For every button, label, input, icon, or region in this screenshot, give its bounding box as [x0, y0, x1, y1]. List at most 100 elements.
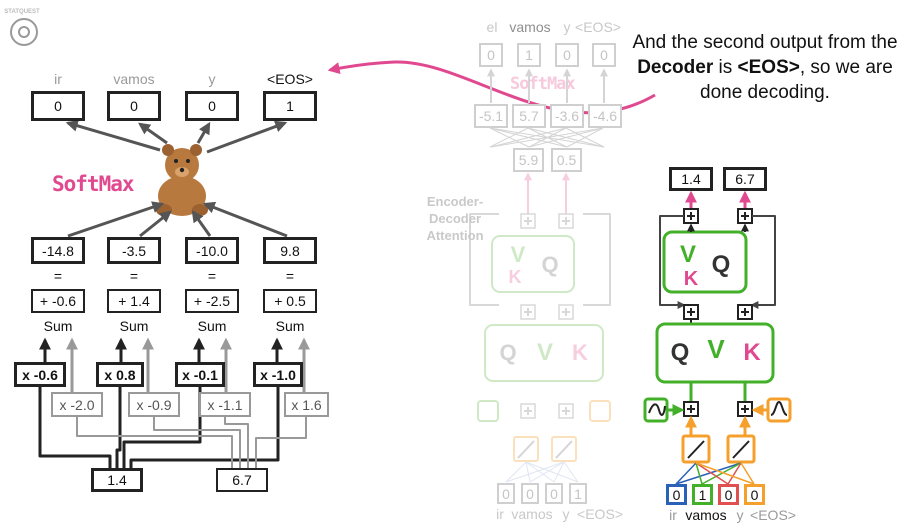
faded-word-eos: <EOS> [575, 19, 621, 35]
faded-bottom-word: y [562, 506, 570, 522]
faded-wire [489, 127, 568, 148]
embedding-wire [740, 462, 755, 485]
decoder-output-1: 1.4 [669, 167, 713, 191]
faded-top-value: 0 [592, 43, 616, 67]
output-word-y: y [208, 71, 216, 87]
faded-wire [505, 461, 527, 483]
input-word-selected: vamos [685, 507, 727, 523]
teddy-bear-icon [186, 159, 190, 163]
faded-top-value: 1 [517, 43, 541, 67]
faded-word-y: y [563, 19, 571, 35]
softmax-label: SoftMax [52, 172, 135, 196]
weight-a-ir: x -0.6 [14, 362, 66, 387]
faded-top-value: 0 [479, 43, 503, 67]
sum-label: Sum [275, 318, 305, 334]
logit-y: -10.0 [185, 237, 239, 264]
teddy-bear-icon [158, 176, 206, 216]
faded-k: K [572, 340, 588, 365]
output-value-vamos: 0 [107, 91, 161, 121]
equals-sign: = [285, 268, 295, 284]
output-word-eos: <EOS> [267, 71, 313, 87]
faded-logit: -5.1 [474, 104, 508, 128]
softmax-arrow [139, 210, 172, 238]
bias-vamos: + 1.4 [107, 289, 161, 313]
embedding-wire [695, 462, 703, 485]
faded-wire [525, 461, 555, 483]
attention-line-1: Encoder- [426, 194, 484, 209]
faded-logit: -3.6 [550, 104, 584, 128]
logit-ir: -14.8 [31, 237, 85, 264]
faded-input-value: 0 [521, 483, 539, 504]
caption-part-5: , so we are done decoding. [700, 57, 893, 103]
output-value-eos: 1 [263, 91, 317, 121]
equals-sign: = [53, 268, 63, 284]
position-encoding-cosine [766, 397, 792, 423]
faded-wire [529, 461, 565, 483]
faded-position-encoding [589, 400, 611, 422]
teddy-bear-icon [165, 148, 199, 182]
faded-residual-wire [469, 213, 499, 306]
sum-label: Sum [197, 318, 227, 334]
faded-logit: 5.7 [512, 104, 546, 128]
one-hot-input: 0 [744, 484, 765, 505]
faded-input-value: 0 [545, 483, 563, 504]
attention-line-3: Attention [426, 228, 484, 243]
faded-v: V [511, 242, 526, 267]
input-word: <EOS> [750, 507, 796, 523]
softmax-arrow [65, 119, 161, 152]
faded-residual: 5.9 [513, 148, 544, 172]
softmax-arrow [191, 210, 212, 237]
softmax-arrow [196, 121, 211, 144]
logo-icon [18, 26, 30, 38]
caption-decoder: Decoder [637, 57, 714, 78]
logit-vamos: -3.5 [107, 237, 161, 264]
residual-wire [750, 215, 776, 309]
bias-y: + -2.5 [185, 289, 239, 313]
embedding-wire [727, 462, 742, 485]
faded-word-vamos: vamos [509, 19, 551, 35]
faded-q: Q [499, 340, 516, 365]
k-icon: K [743, 339, 761, 366]
faded-embedding-line [517, 440, 535, 459]
faded-position-encoding [477, 400, 499, 422]
weight-a-vamos: x 0.8 [96, 362, 144, 387]
residual-wire [659, 215, 686, 309]
encoder-decoder-attention-label: Encoder- Decoder Attention [400, 193, 510, 244]
output-word-vamos: vamos [113, 71, 155, 87]
output-value-y: 0 [185, 91, 239, 121]
sine-wave-icon [648, 403, 666, 416]
input-wire [224, 417, 249, 468]
input-wire [76, 417, 233, 468]
faded-residual-wire [583, 213, 611, 306]
q-icon: Q [712, 251, 731, 278]
sum-label: Sum [43, 318, 73, 334]
bias-eos: + 0.5 [263, 289, 317, 313]
input-value-1: 1.4 [91, 468, 143, 492]
faded-self-attention-block [484, 324, 604, 382]
k-icon: K [684, 268, 699, 290]
faded-k: K [509, 267, 522, 287]
faded-wire [565, 127, 605, 148]
one-hot-input: 0 [666, 484, 687, 505]
caption-eos: <EOS> [737, 57, 800, 78]
caption-part-1: And the second output from the [632, 32, 898, 53]
v-icon: V [680, 241, 696, 268]
teddy-bear-icon [190, 144, 202, 156]
input-wire [255, 417, 307, 468]
faded-embedding-line [555, 440, 573, 459]
masked-self-attention-block [655, 322, 775, 384]
faded-wire [489, 127, 530, 148]
embedding-wire [675, 462, 697, 485]
decoder-output-2: 6.7 [723, 167, 767, 191]
faded-bottom-word: vamos [511, 506, 553, 522]
faded-wire [553, 461, 565, 483]
one-hot-input: 0 [718, 484, 739, 505]
output-word-ir: ir [54, 71, 62, 87]
output-value-ir: 0 [31, 91, 85, 121]
embedding-wire [701, 462, 742, 485]
embedding-wire [695, 462, 729, 485]
faded-wire [563, 461, 579, 483]
faded-wire [505, 461, 565, 483]
embedding-wire [675, 462, 742, 485]
softmax-arrow [206, 120, 288, 154]
